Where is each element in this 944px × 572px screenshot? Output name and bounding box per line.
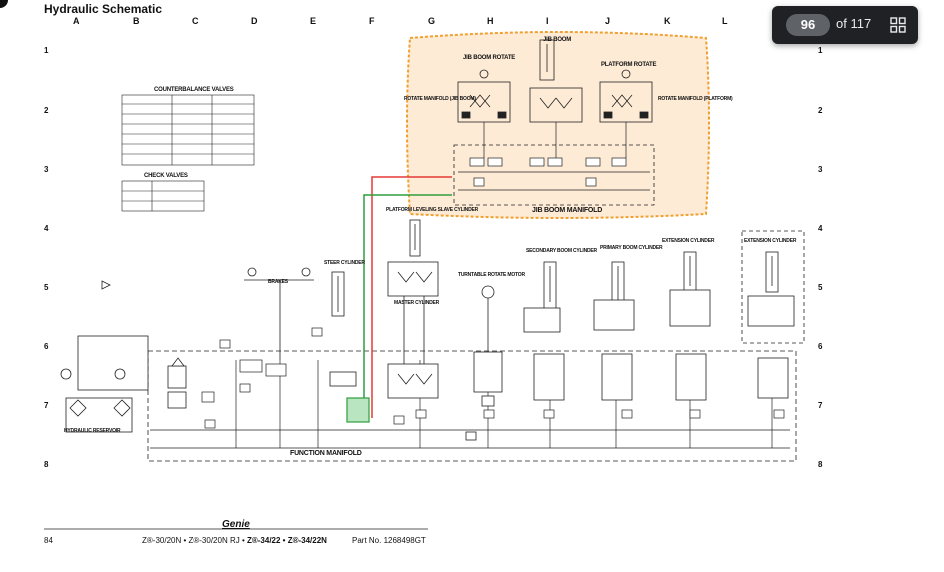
row-number: 4	[44, 224, 49, 233]
row-number: 5	[818, 283, 823, 292]
master-cylinder-label: MASTER CYLINDER	[394, 300, 440, 306]
row-number: 5	[44, 283, 49, 292]
jib-manifold-valves	[458, 122, 650, 191]
brakes	[244, 267, 314, 360]
jib-boom-manifold-box	[453, 144, 655, 206]
jib-boom-manifold-label: JIB BOOM MANIFOLD	[532, 207, 603, 214]
extension-cylinder-box	[741, 230, 805, 344]
check-valves-table	[121, 180, 205, 212]
extension-cylinder-option-label: EXTENSION CYLINDER	[744, 238, 797, 244]
row-number: 7	[44, 401, 49, 410]
column-letter: D	[251, 16, 258, 26]
jib-boom-highlight-region	[406, 31, 710, 219]
jib-boom-label: JIB BOOM	[543, 37, 572, 43]
column-letter: F	[369, 16, 375, 26]
footer-page-number: 84	[44, 536, 53, 545]
primary-boom-cylinder	[593, 261, 635, 401]
jib-boom-rotate-valve	[457, 69, 511, 123]
primary-boom-cylinder-label: PRIMARY BOOM CYLINDER	[600, 245, 663, 251]
function-manifold-valves	[201, 327, 785, 429]
row-number: 2	[44, 106, 49, 115]
brakes-label: BRAKES	[268, 279, 288, 285]
highlighted-valve-block	[346, 397, 370, 423]
row-number: 8	[818, 460, 823, 469]
rotate-manifold-jib-label: ROTATE MANIFOLD (JIB BOOM)	[404, 96, 476, 102]
counterbalance-valves-label: COUNTERBALANCE VALVES	[154, 87, 234, 93]
footer-models-bold: Z®-34/22 • Z®-34/22N	[246, 536, 327, 545]
genie-logo: Genie	[222, 519, 250, 530]
row-number: 8	[44, 460, 49, 469]
footer-part-number: Part No. 1268498GT	[352, 536, 426, 545]
column-letter: G	[428, 16, 436, 26]
pump-and-reservoir	[60, 335, 187, 433]
page-title: Hydraulic Schematic	[44, 2, 163, 16]
row-number: 6	[44, 342, 49, 351]
row-number: 3	[44, 165, 49, 174]
row-number: 3	[818, 165, 823, 174]
turntable-rotate-motor	[465, 285, 503, 441]
total-pages-label: of 117	[836, 16, 872, 31]
row-number: 1	[818, 46, 823, 55]
counterbalance-valves-table	[121, 94, 255, 166]
grid-view-icon[interactable]	[890, 17, 906, 33]
function-manifold-box	[147, 350, 797, 462]
secondary-boom-cylinder-label: SECONDARY BOOM CYLINDER	[526, 248, 597, 254]
arrow-marker-icon	[101, 280, 111, 290]
jib-boom-rotate-label: JIB BOOM ROTATE	[463, 55, 516, 61]
red-hose-line	[371, 176, 452, 418]
column-letter: J	[605, 16, 611, 26]
row-number: 2	[818, 106, 823, 115]
extension-cylinder-label: EXTENSION CYLINDER	[662, 238, 715, 244]
column-letter: I	[546, 16, 549, 26]
footer-models: Z®-30/20N • Z®-30/20N RJ • Z®-34/22 • Z®…	[142, 536, 327, 545]
page-navigator: 96 of 117	[772, 6, 918, 44]
rotate-manifold-platform-label: ROTATE MANIFOLD (PLATFORM)	[658, 96, 733, 102]
steer-cylinder-label: STEER CYLINDER	[324, 260, 365, 266]
hydraulic-reservoir-label: HYDRAULIC RESERVOIR	[64, 428, 121, 434]
column-letter: K	[664, 16, 671, 26]
green-hose-line	[363, 194, 452, 412]
column-letter: H	[487, 16, 494, 26]
current-page-input[interactable]: 96	[786, 14, 830, 36]
extension-cylinder-option	[747, 251, 795, 399]
column-letter: L	[722, 16, 728, 26]
row-number: 7	[818, 401, 823, 410]
column-letter: C	[192, 16, 199, 26]
column-letter: E	[310, 16, 317, 26]
row-number: 1	[44, 46, 49, 55]
secondary-boom-cylinder	[523, 261, 565, 401]
platform-leveling-cylinder	[387, 219, 439, 399]
footer-models-plain: Z®-30/20N • Z®-30/20N RJ •	[142, 536, 247, 545]
row-number: 4	[818, 224, 823, 233]
check-valves-label: CHECK VALVES	[144, 173, 188, 179]
turntable-rotate-motor-label: TURNTABLE ROTATE MOTOR	[458, 272, 525, 278]
extension-cylinder	[669, 251, 711, 401]
function-manifold-label: FUNCTION MANIFOLD	[290, 450, 362, 457]
steer-cylinder	[329, 271, 357, 387]
platform-leveling-label: PLATFORM LEVELING SLAVE CYLINDER	[386, 207, 479, 213]
row-number: 6	[818, 342, 823, 351]
platform-rotate-label: PLATFORM ROTATE	[601, 62, 657, 68]
corner-marker	[0, 0, 8, 8]
column-letter: B	[133, 16, 140, 26]
column-letter: A	[73, 16, 80, 26]
column-letter-ruler: A B C D E F G H I J K L	[0, 16, 944, 28]
